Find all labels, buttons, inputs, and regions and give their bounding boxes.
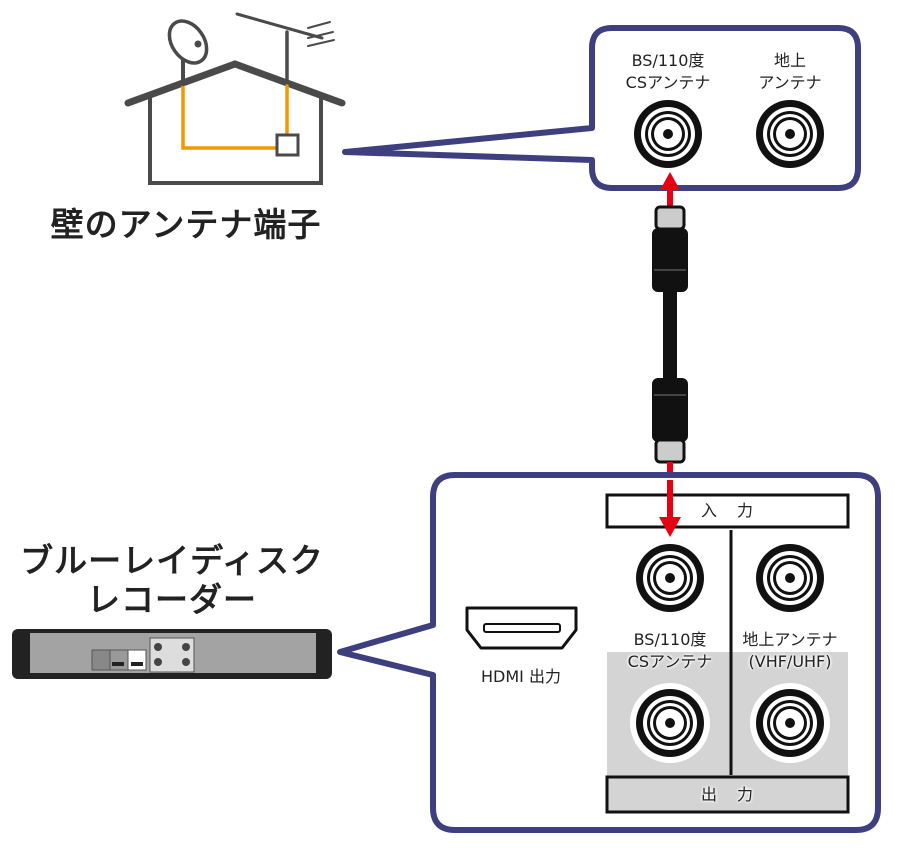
wall-terminal-callout [342,25,861,191]
recorder-title-line2: レコーダー [87,580,257,619]
recorder-port-terrestrial-line2: (VHF/UHF) [748,652,832,671]
wall-port-terrestrial-line2: アンテナ [758,73,822,92]
hdmi-output-label: HDMI 出力 [481,667,561,686]
recorder-port-terrestrial-label: 地上アンテナ (VHF/UHF) [742,629,837,673]
recorder-port-bs-cs-label: BS/110度 CSアンテナ [628,629,713,673]
input-label: 入 力 [700,501,756,520]
house-icon [124,12,346,185]
hdmi-port-icon [465,606,578,650]
wall-port-bs-cs-line2: CSアンテナ [625,73,711,92]
recorder-port-bs-cs-line1: BS/110度 [633,630,707,649]
output-terrestrial-connector-icon [756,689,824,757]
wall-terminal-title: 壁のアンテナ端子 [50,205,322,244]
recorder-port-terrestrial-line1: 地上アンテナ [742,630,838,649]
output-bs-cs-connector-icon [636,689,704,757]
input-section-box [605,493,850,529]
antenna-cable-icon [652,172,688,517]
recorder-callout [337,472,881,833]
wall-port-terrestrial-label: 地上 アンテナ [758,50,821,94]
wall-port-bs-cs-label: BS/110度 CSアンテナ [626,50,711,94]
output-label: 出 力 [700,785,756,804]
wall-bs-cs-connector-icon [634,100,702,168]
input-terrestrial-connector-icon [756,544,824,612]
recorder-title-line1: ブルーレイディスク [20,541,324,580]
arrow-down-icon [659,517,681,537]
recorder-port-bs-cs-line2: CSアンテナ [627,652,713,671]
output-section-box [605,775,850,814]
input-bs-cs-connector-icon [636,544,704,612]
blu-ray-recorder-icon [12,629,332,679]
wall-terrestrial-connector-icon [756,100,824,168]
wall-port-terrestrial-line1: 地上 [773,51,806,70]
wall-port-bs-cs-line1: BS/110度 [631,51,705,70]
